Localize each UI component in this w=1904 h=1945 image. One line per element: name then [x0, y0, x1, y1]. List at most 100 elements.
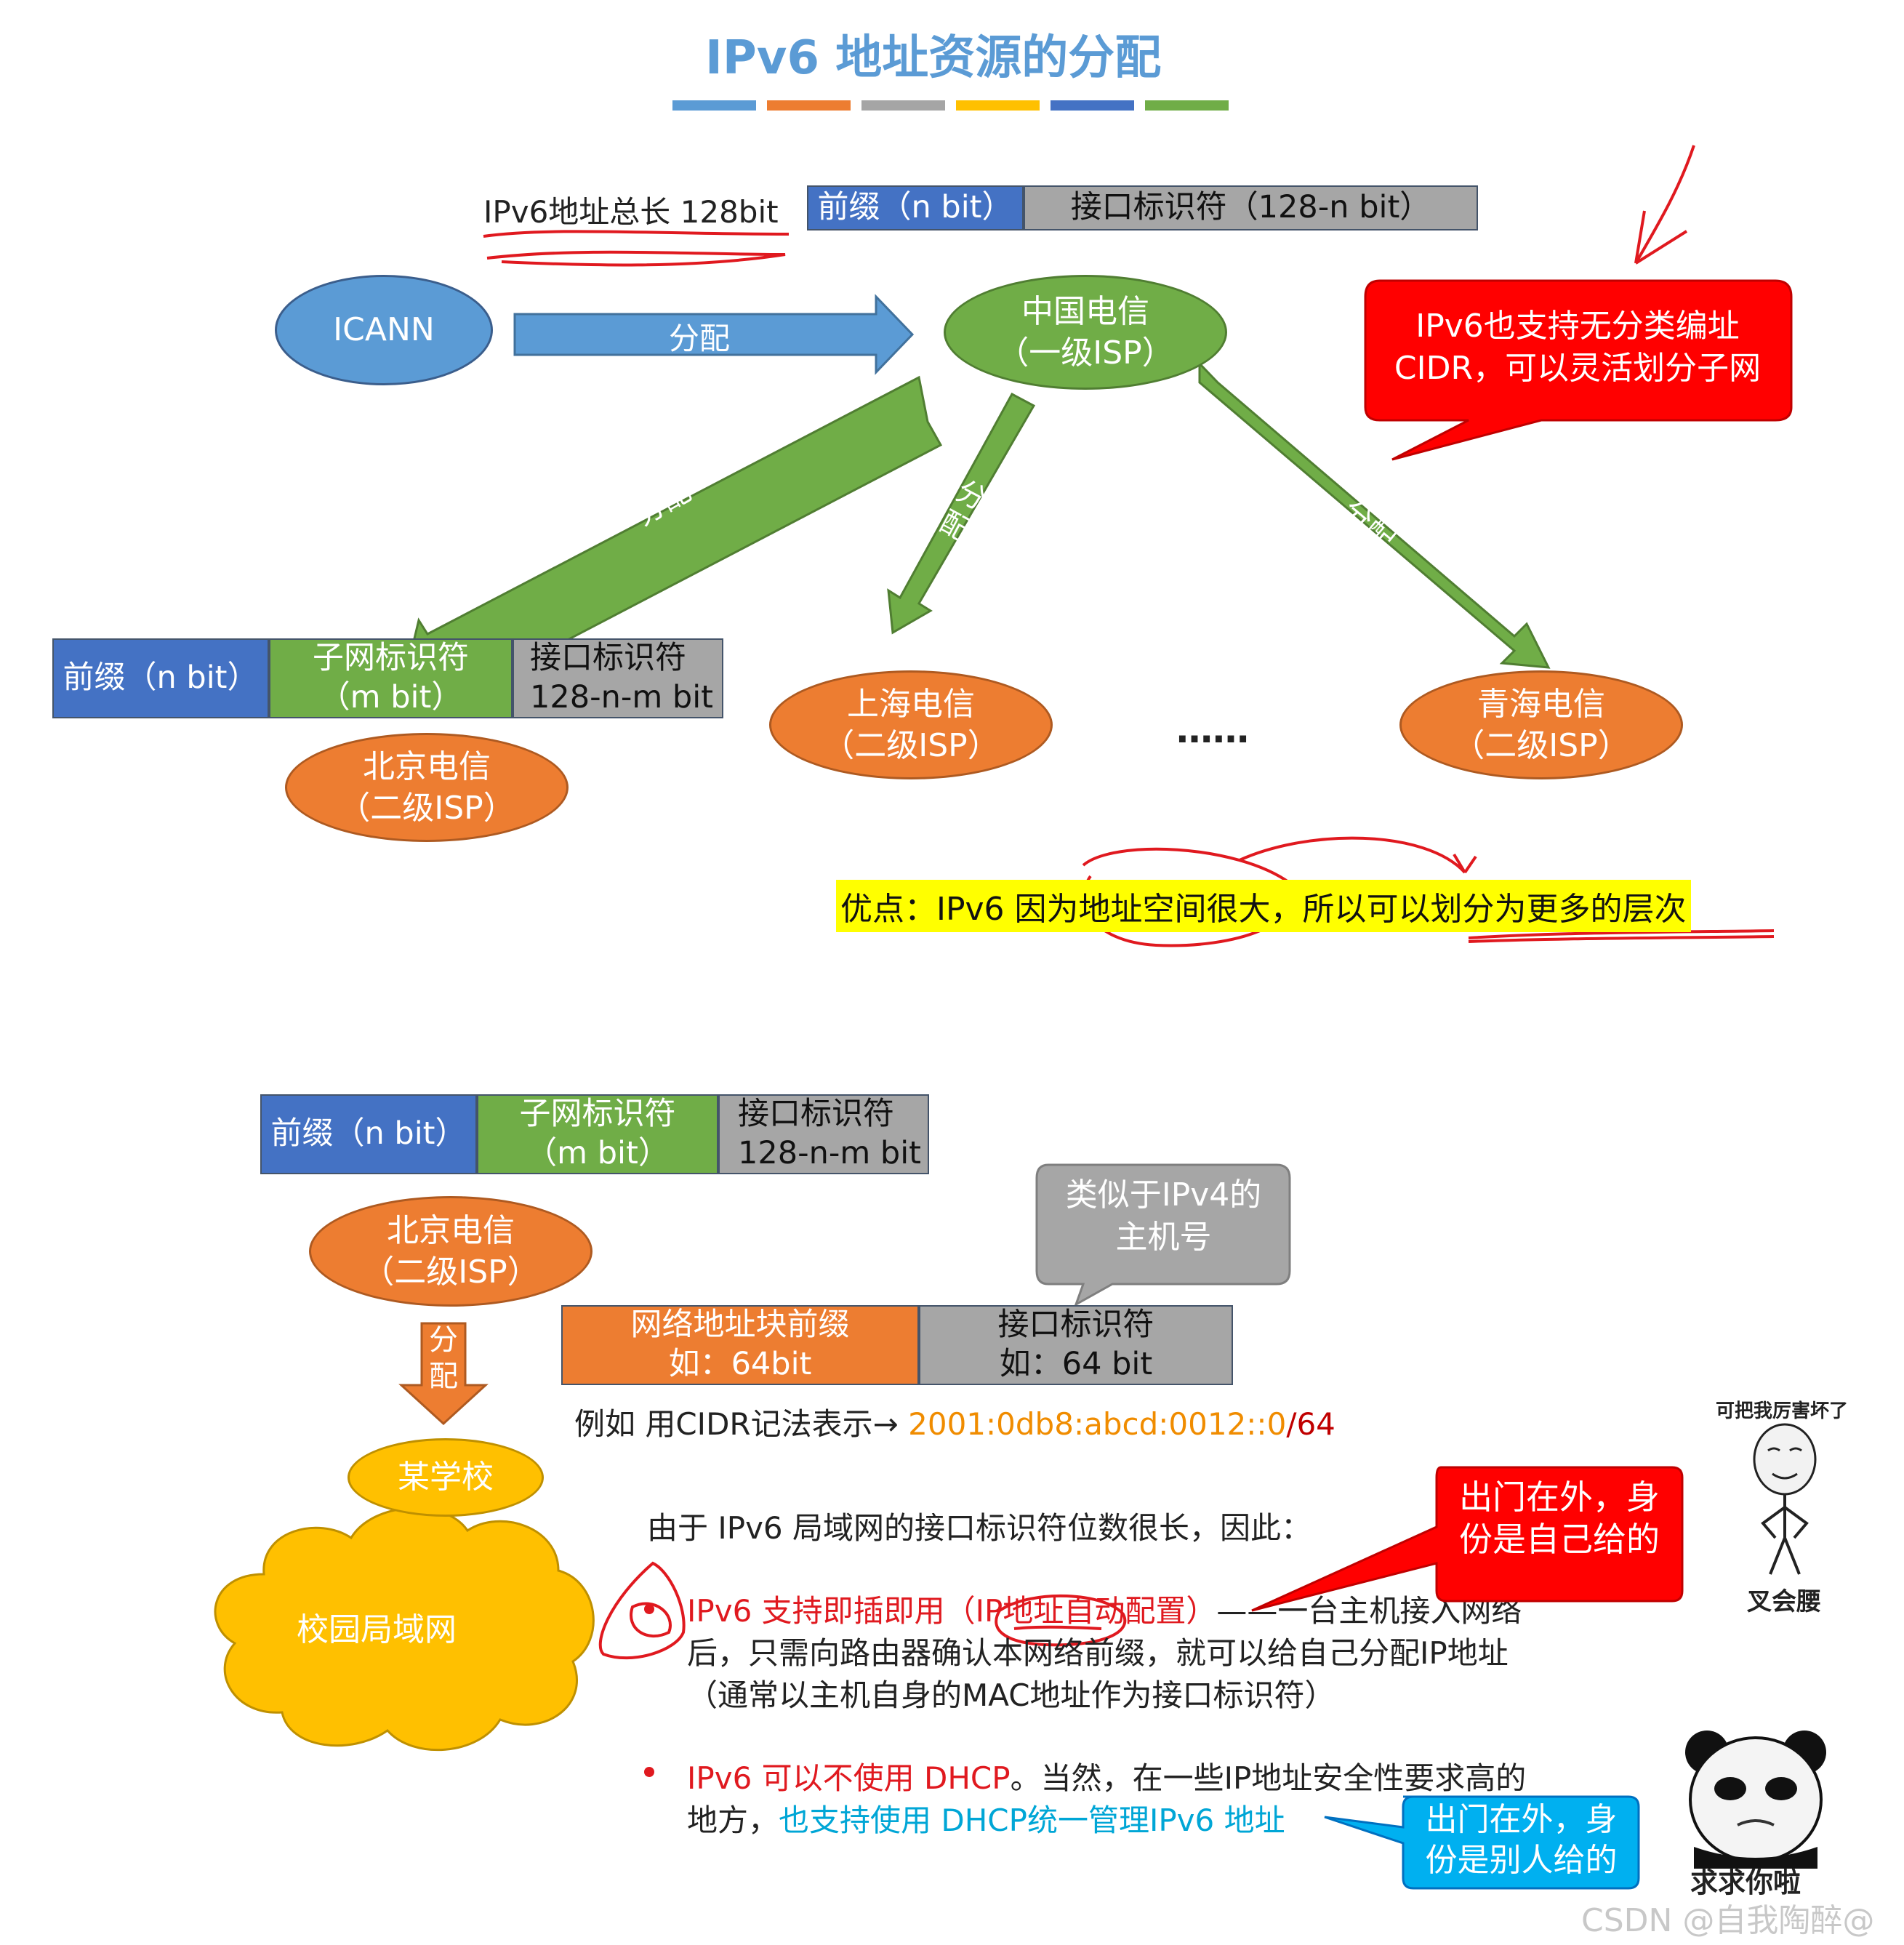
china-telecom-node: 中国电信 （一级ISP）: [944, 275, 1227, 390]
cidr-example-prefix: 例如 用CIDR记法表示→: [574, 1406, 909, 1442]
top-seg-prefix: 前缀（n bit）: [52, 638, 269, 718]
top-interface-id-segment: 接口标识符（128-n bit）: [1024, 185, 1478, 230]
alloc-label-main: 分配: [669, 321, 731, 356]
bottom-seg-subnet-line2: （m bit）: [526, 1135, 670, 1171]
bottom-seg-subnet-line1: 子网标识符: [519, 1096, 676, 1133]
beijing-telecom-node: 北京电信 （二级ISP）: [285, 733, 569, 842]
self-assigned-callout-text: 出门在外，身 份是自己给的: [1439, 1476, 1679, 1560]
bullet2-red: IPv6 可以不使用 DHCP: [687, 1760, 1011, 1796]
netblock-prefix-segment: 网络地址块前缀 如：64bit: [561, 1305, 919, 1385]
meme2-panda-image: [1685, 1731, 1826, 1869]
cidr-callout-text: IPv6也支持无分类编址 CIDR，可以灵活划分子网: [1367, 305, 1788, 390]
cidr-callout-line2: CIDR，可以灵活划分子网: [1394, 350, 1762, 387]
cidr-callout-shape: [1364, 279, 1793, 461]
bullet2-rest1: 。当然，在一些IP地址安全性要求高的: [1010, 1760, 1527, 1796]
school-node: 某学校: [348, 1438, 544, 1517]
school-alloc-label-1: 分: [429, 1323, 458, 1357]
arc-to-more-levels: [1239, 836, 1477, 874]
more-isps-ellipsis: ……: [1176, 709, 1249, 751]
bullet1-red: IPv6 支持即插即用（IP地址自动配置）: [687, 1593, 1217, 1629]
shanghai-telecom-node: 上海电信 （二级ISP）: [769, 670, 1053, 779]
top-seg-interface: 接口标识符 128-n-m bit: [513, 638, 723, 718]
self-assigned-callout-shape: [1251, 1466, 1684, 1612]
bullet2-line2-cyan: 也支持使用 DHCP统一管理IPv6 地址: [779, 1802, 1285, 1838]
bottom-seg-interface-line1: 接口标识符: [738, 1096, 894, 1133]
meme1-bottom-caption: 叉会腰: [1747, 1587, 1821, 1616]
title-bar-seg-1: [672, 100, 756, 111]
netblock-interface-line2: 如：64 bit: [999, 1346, 1153, 1382]
beijing-telecom-line1: 北京电信: [363, 747, 491, 785]
bottom-seg-prefix: 前缀（n bit）: [260, 1094, 477, 1174]
bottom-beijing-line2: （二级ISP）: [362, 1254, 539, 1291]
intro-text: 由于 IPv6 局域网的接口标识符位数很长，因此：: [647, 1510, 1311, 1546]
qinghai-telecom-line2: （二级ISP）: [1453, 727, 1630, 764]
pointer-arrow-cidr: [1634, 145, 1695, 265]
underline-total-length: [483, 230, 790, 267]
others-assigned-callout-line2: 份是别人给的: [1425, 1842, 1618, 1879]
meme1-top-caption: 可把我厉害坏了: [1716, 1400, 1849, 1422]
circle-plug-play: [598, 1561, 686, 1660]
alloc-arrow-qinghai: [1198, 361, 1551, 669]
bullet2-line2-a: 地方，: [687, 1802, 779, 1838]
bullet1-line2: 后，只需向路由器确认本网络前缀，就可以给自己分配IP地址: [687, 1635, 1509, 1671]
alloc-arrow-shanghai: [887, 392, 1036, 635]
alloc-arrow-main: [513, 294, 915, 375]
total-length-label: IPv6地址总长 128bit: [483, 194, 779, 230]
page-title: IPv6 地址资源的分配: [705, 31, 1162, 85]
title-color-bar: [672, 100, 1229, 111]
cidr-example-suffix: /64: [1286, 1406, 1335, 1442]
title-bar-seg-4: [956, 100, 1040, 111]
netblock-interface-segment: 接口标识符 如：64 bit: [919, 1305, 1233, 1385]
others-assigned-callout-shape: [1324, 1795, 1640, 1890]
netblock-interface-line1: 接口标识符: [997, 1307, 1154, 1344]
china-telecom-line1: 中国电信: [1021, 292, 1149, 330]
shanghai-telecom-line2: （二级ISP）: [822, 727, 1000, 764]
bottom-beijing-node: 北京电信 （二级ISP）: [309, 1196, 593, 1307]
top-seg-interface-line1: 接口标识符: [530, 640, 686, 677]
title-bar-seg-2: [767, 100, 851, 111]
icann-node: ICANN: [275, 275, 493, 385]
top-seg-subnet-line2: （m bit）: [318, 679, 463, 715]
host-number-callout-text: 类似于IPv4的 主机号: [1038, 1174, 1289, 1259]
shanghai-telecom-line1: 上海电信: [847, 685, 975, 723]
bottom-seg-subnet: 子网标识符 （m bit）: [477, 1094, 718, 1174]
cidr-example: 例如 用CIDR记法表示→ 2001:0db8:abcd:0012::0/64: [574, 1400, 1335, 1444]
bullet2-line2: 地方，也支持使用 DHCP统一管理IPv6 地址: [687, 1796, 1285, 1840]
top-seg-subnet-line1: 子网标识符: [313, 640, 469, 677]
circle-ip-address: [995, 1594, 1127, 1647]
meme2-bottom-caption: 求求你啦: [1690, 1866, 1801, 1898]
netblock-prefix-line1: 网络地址块前缀: [630, 1307, 850, 1344]
self-assigned-callout-line2: 份是自己给的: [1459, 1520, 1660, 1559]
top-seg-subnet: 子网标识符 （m bit）: [269, 638, 513, 718]
others-assigned-callout-line1: 出门在外，身: [1425, 1801, 1618, 1838]
bottom-seg-interface: 接口标识符 128-n-m bit: [718, 1094, 929, 1174]
csdn-watermark: CSDN @自我陶醉@: [1581, 1902, 1875, 1939]
top-prefix-segment: 前缀（n bit）: [807, 185, 1024, 230]
bullet-dot-1: [644, 1604, 654, 1614]
china-telecom-line2: （一级ISP）: [997, 334, 1174, 372]
campus-lan-label: 校园局域网: [297, 1611, 457, 1648]
cidr-example-address: 2001:0db8:abcd:0012::0: [908, 1406, 1287, 1442]
qinghai-telecom-node: 青海电信 （二级ISP）: [1399, 670, 1683, 779]
bullet-dot-2: [644, 1767, 654, 1777]
cidr-callout-line1: IPv6也支持无分类编址: [1415, 308, 1740, 345]
title-bar-seg-6: [1145, 100, 1229, 111]
meme1-figure-image: [1753, 1423, 1817, 1575]
host-number-callout-line2: 主机号: [1115, 1219, 1212, 1256]
top-seg-interface-line2: 128-n-m bit: [530, 679, 714, 715]
bullet2-line1: IPv6 可以不使用 DHCP。当然，在一些IP地址安全性要求高的: [687, 1754, 1526, 1798]
alloc-arrow-school: [398, 1322, 489, 1426]
qinghai-telecom-line1: 青海电信: [1477, 685, 1605, 723]
school-alloc-label: 分 配: [429, 1322, 458, 1395]
school-alloc-label-2: 配: [429, 1360, 458, 1393]
beijing-telecom-line2: （二级ISP）: [338, 790, 515, 827]
advantage-highlight: 优点：IPv6 因为地址空间很大，所以可以划分为更多的层次: [836, 880, 1691, 932]
netblock-prefix-line2: 如：64bit: [668, 1346, 812, 1382]
host-number-callout-shape: [1035, 1163, 1291, 1307]
title-bar-seg-5: [1051, 100, 1134, 111]
self-assigned-callout-line1: 出门在外，身: [1459, 1477, 1660, 1517]
host-number-callout-line1: 类似于IPv4的: [1065, 1176, 1262, 1214]
bullet1-line1: IPv6 支持即插即用（IP地址自动配置）——一台主机接入网络: [687, 1587, 1522, 1631]
underline-more-levels: [1468, 929, 1775, 943]
bottom-seg-interface-line2: 128-n-m bit: [738, 1135, 922, 1171]
